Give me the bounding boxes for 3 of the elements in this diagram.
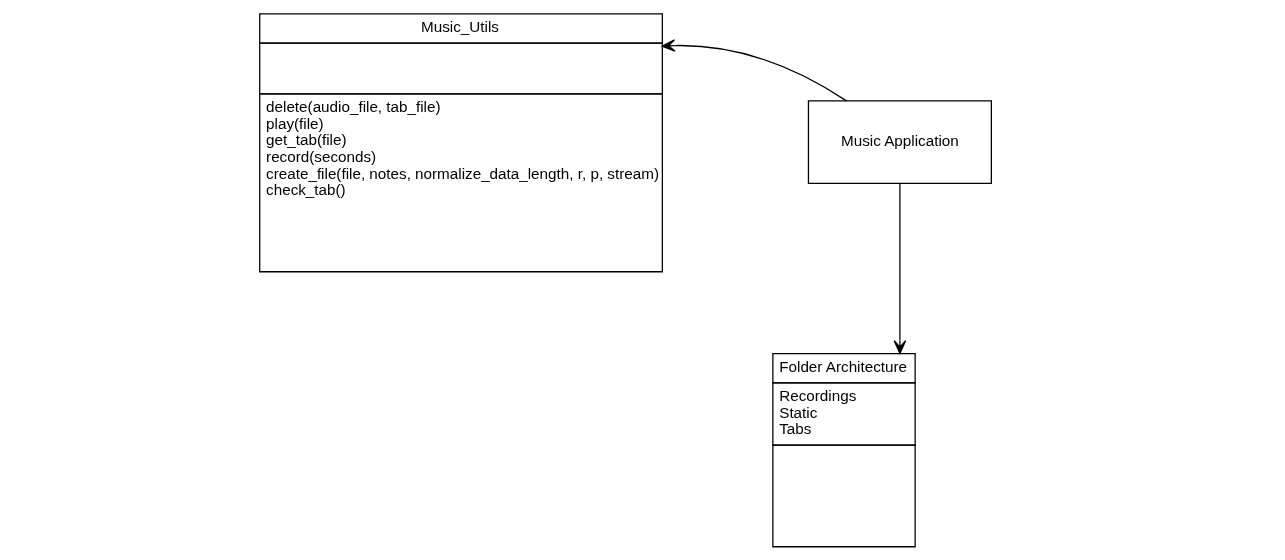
arrow — [893, 183, 906, 355]
arrow — [661, 39, 847, 102]
node-box: Music Application — [807, 100, 992, 185]
